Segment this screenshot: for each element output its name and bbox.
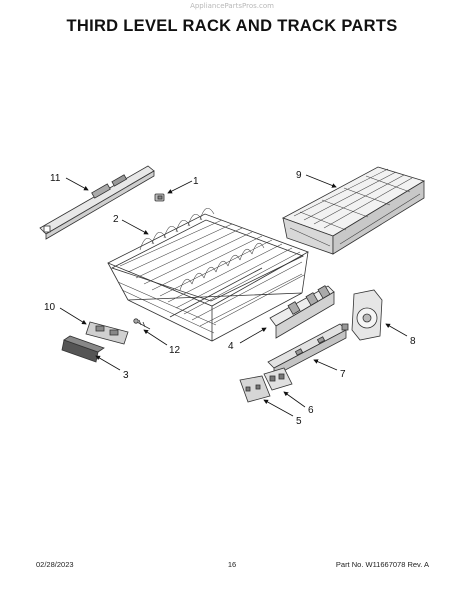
- part-10-end-cap: [85, 321, 129, 345]
- callout-2: 2: [113, 214, 119, 225]
- callout-8: 8: [410, 336, 416, 347]
- part-3-track-stop: [61, 335, 105, 363]
- part-5-bracket: [239, 375, 271, 403]
- part-9-cutlery-tray: [282, 166, 425, 255]
- part-8-wheel-housing: [351, 289, 383, 341]
- callout-4: 4: [228, 341, 234, 352]
- part-7-rail: [267, 323, 349, 377]
- part-1-clip: [154, 193, 165, 202]
- callout-12: 12: [169, 345, 181, 356]
- callout-5: 5: [296, 416, 302, 427]
- part-11-rail-track: [39, 165, 155, 240]
- part-6-bracket: [263, 367, 293, 391]
- callout-7: 7: [340, 369, 346, 380]
- footer-page-number: 16: [227, 560, 237, 569]
- callout-9: 9: [296, 170, 302, 181]
- part-2-third-level-rack: [107, 208, 309, 342]
- footer-part-number: Part No. W11667078 Rev. A: [335, 560, 429, 569]
- page-title: THIRD LEVEL RACK AND TRACK PARTS: [66, 17, 398, 35]
- callout-3: 3: [123, 370, 129, 381]
- part-4-rack-adjuster: [269, 285, 335, 339]
- callout-10: 10: [44, 302, 56, 313]
- callout-6: 6: [308, 405, 314, 416]
- callout-11: 11: [50, 173, 61, 184]
- footer-date: 02/28/2023: [36, 560, 74, 569]
- callout-1: 1: [193, 176, 199, 187]
- watermark: AppliancePartsPros.com: [190, 2, 274, 10]
- part-12-screw: [133, 318, 151, 330]
- leader-lines: [59, 174, 408, 417]
